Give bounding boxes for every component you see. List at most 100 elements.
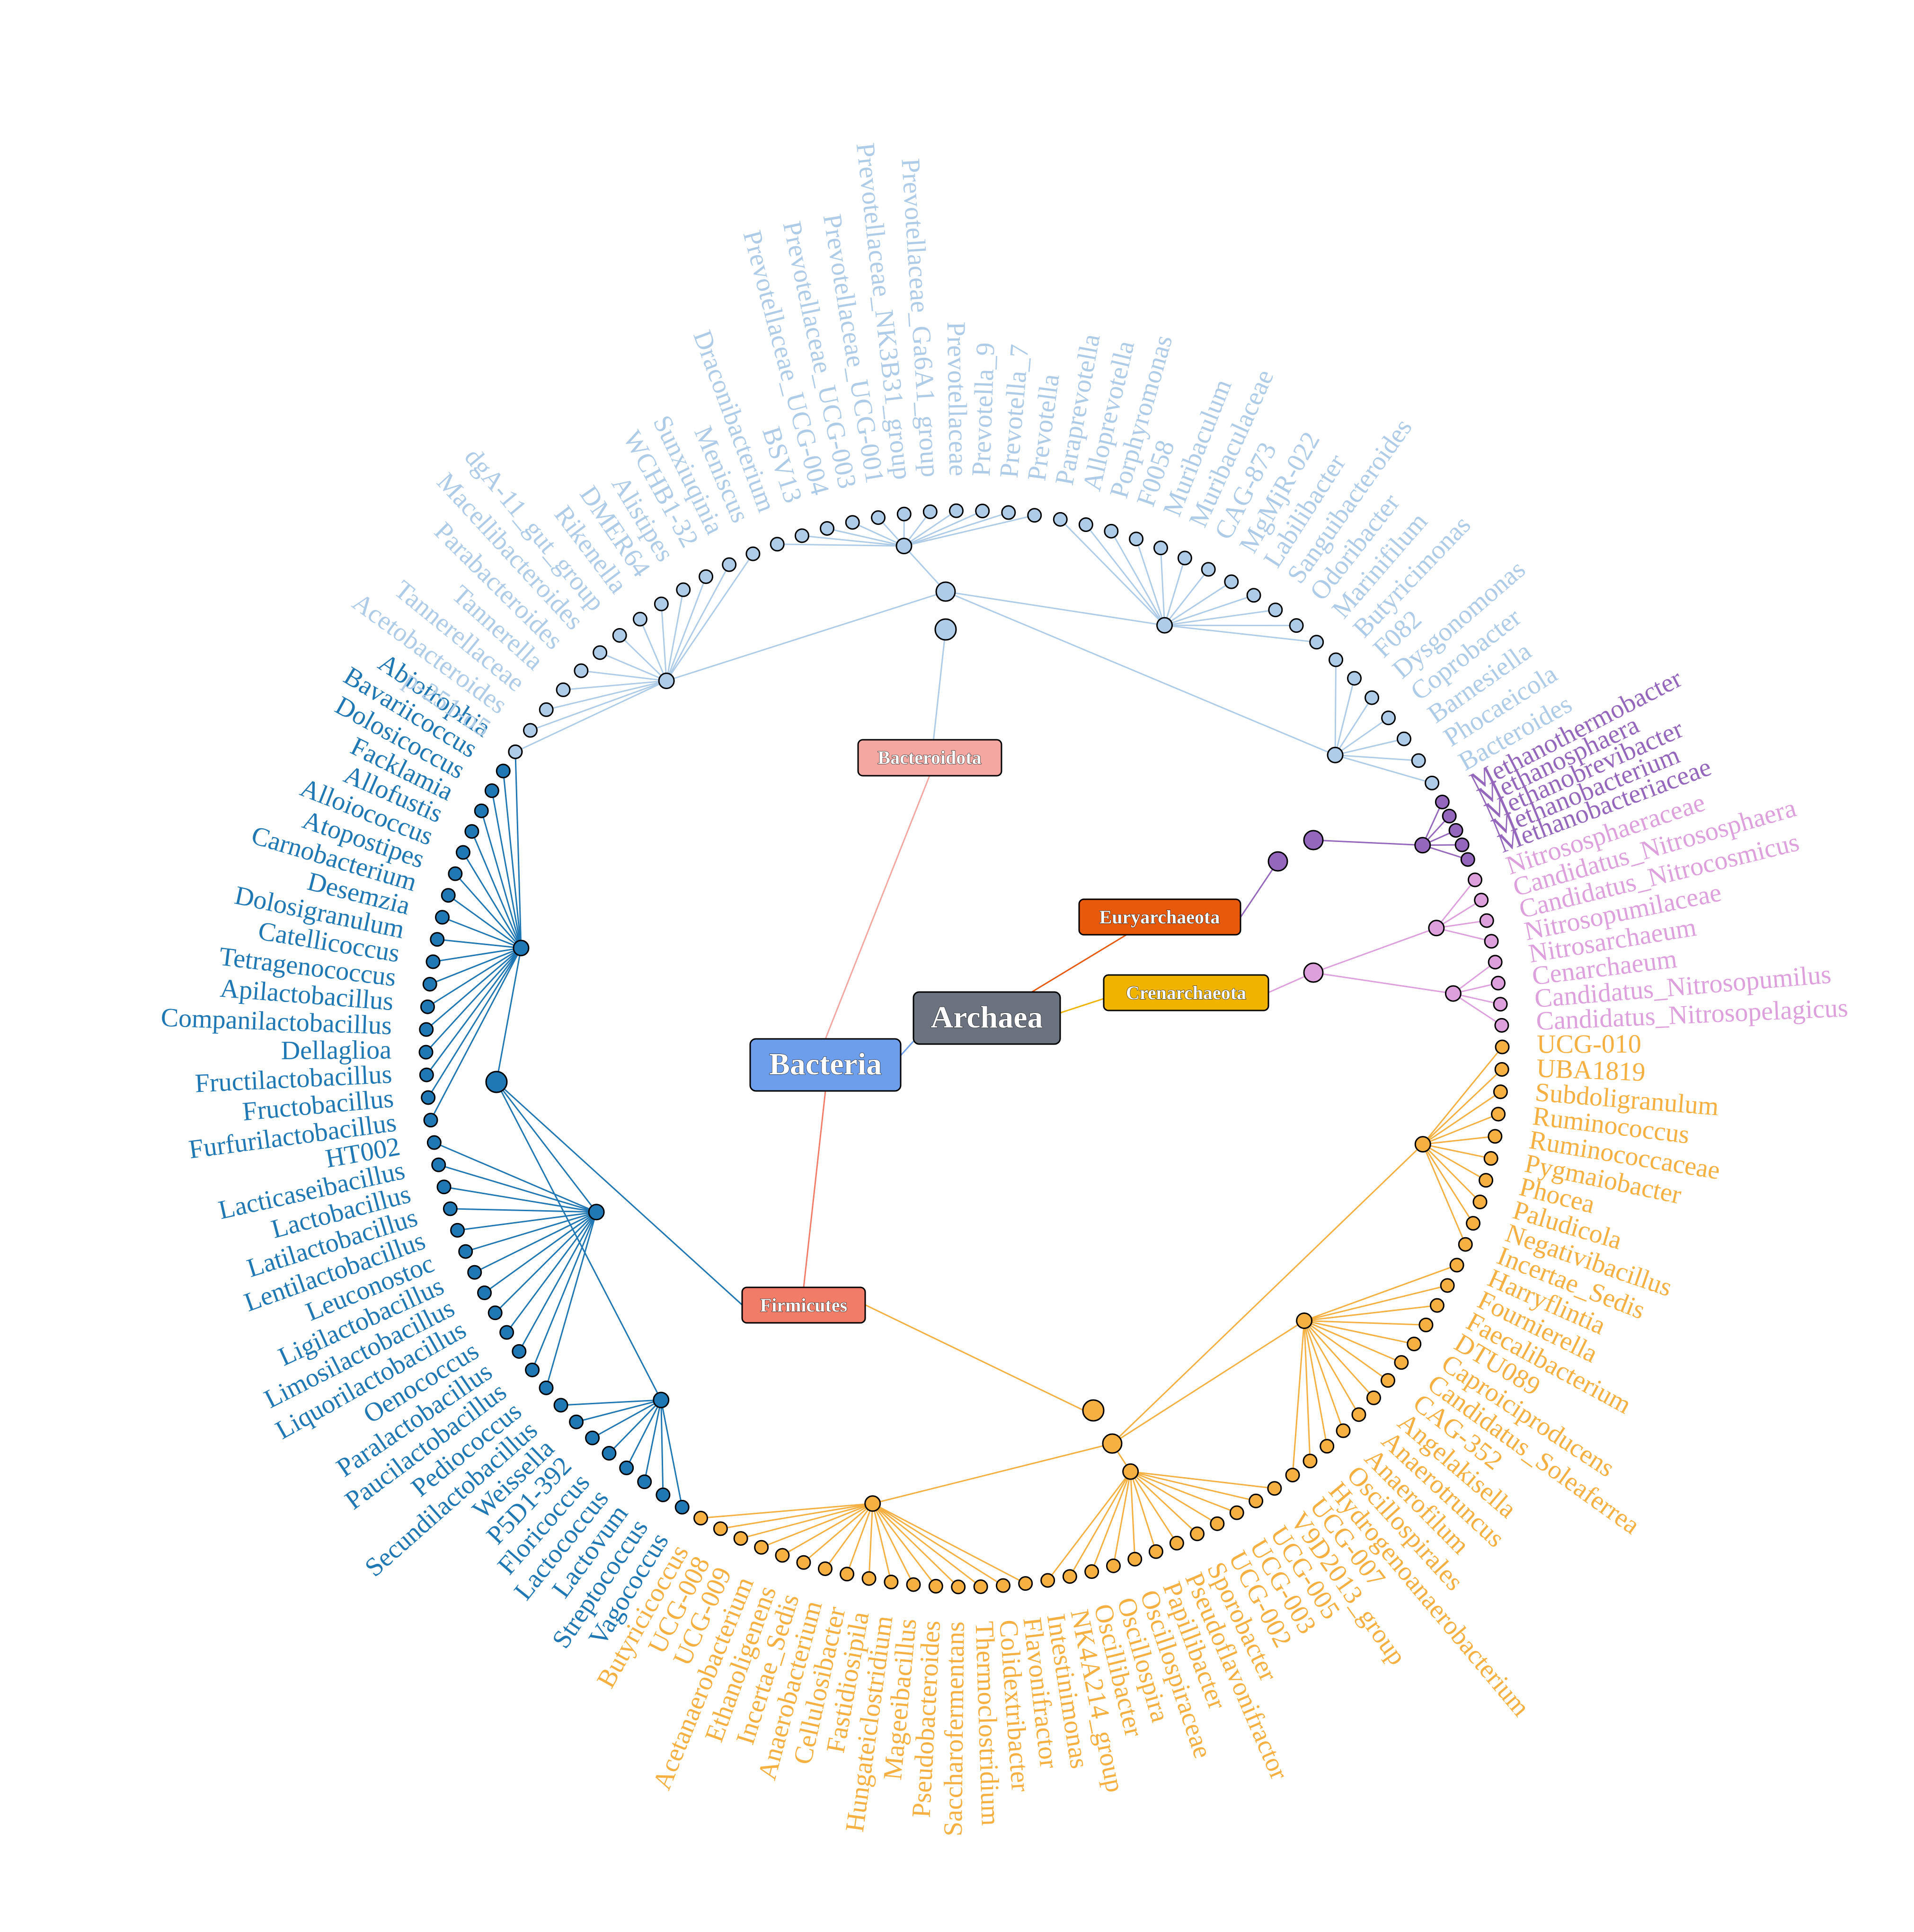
leaf-node[interactable] xyxy=(656,1487,671,1502)
leaf-node[interactable] xyxy=(699,569,714,584)
leaf-node[interactable] xyxy=(1479,1173,1494,1188)
leaf-node[interactable] xyxy=(1488,955,1503,970)
leaf-node[interactable] xyxy=(1329,652,1344,667)
leaf-node[interactable] xyxy=(1148,1544,1163,1559)
leaf-node[interactable] xyxy=(1249,1493,1264,1508)
leaf-node[interactable] xyxy=(1440,1278,1455,1293)
clostridia-root-node[interactable] xyxy=(1082,1399,1105,1422)
leaf-node[interactable] xyxy=(484,783,499,798)
archaea-box[interactable]: Archaea xyxy=(913,991,1061,1045)
leaf-node[interactable] xyxy=(1429,1298,1444,1313)
leaf-node[interactable] xyxy=(443,1201,458,1216)
leaf-node[interactable] xyxy=(1483,1151,1498,1166)
leaf-node[interactable] xyxy=(754,1540,769,1555)
leaf-node[interactable] xyxy=(419,1022,434,1037)
leaf-node[interactable] xyxy=(1458,1237,1473,1252)
leaf-node[interactable] xyxy=(1018,1576,1033,1591)
leaf-node[interactable] xyxy=(1491,1107,1506,1122)
leaf-node[interactable] xyxy=(1210,1516,1225,1531)
leaf-node[interactable] xyxy=(1407,1337,1422,1352)
leaf-node[interactable] xyxy=(871,510,886,525)
leaf-node[interactable] xyxy=(556,682,571,697)
leaf-node[interactable] xyxy=(539,702,554,717)
internal-node[interactable] xyxy=(1296,1312,1313,1329)
leaf-node[interactable] xyxy=(676,582,691,597)
leaf-node[interactable] xyxy=(674,1499,690,1515)
internal-node[interactable] xyxy=(1156,617,1173,634)
leaf-node[interactable] xyxy=(602,1446,617,1461)
leaf-node[interactable] xyxy=(1394,1355,1409,1370)
leaf-node[interactable] xyxy=(569,1414,584,1429)
leaf-node[interactable] xyxy=(1494,1062,1509,1077)
leaf-node[interactable] xyxy=(693,1511,709,1526)
leaf-node[interactable] xyxy=(1106,1558,1121,1573)
leaf-node[interactable] xyxy=(474,803,489,818)
leaf-node[interactable] xyxy=(574,663,589,678)
leaf-node[interactable] xyxy=(1177,550,1192,566)
leaf-node[interactable] xyxy=(487,1305,503,1320)
leaf-node[interactable] xyxy=(553,1398,568,1413)
leaf-node[interactable] xyxy=(1169,1535,1184,1551)
leaf-node[interactable] xyxy=(948,503,964,518)
methanobacteria-root-node[interactable] xyxy=(1267,851,1288,872)
group-hub-node[interactable] xyxy=(935,581,956,602)
leaf-node[interactable] xyxy=(436,1179,452,1195)
leaf-node[interactable] xyxy=(1153,541,1168,556)
leaf-node[interactable] xyxy=(421,1090,436,1105)
leaf-node[interactable] xyxy=(796,1555,811,1570)
leaf-node[interactable] xyxy=(1449,1258,1464,1273)
leaf-node[interactable] xyxy=(775,1548,790,1563)
firmicutes-box[interactable]: Firmicutes xyxy=(741,1286,866,1324)
leaf-node[interactable] xyxy=(1104,523,1119,539)
leaf-node[interactable] xyxy=(1267,1481,1282,1496)
leaf-node[interactable] xyxy=(450,1223,465,1238)
leaf-node[interactable] xyxy=(654,596,669,612)
leaf-node[interactable] xyxy=(1289,618,1304,633)
leaf-node[interactable] xyxy=(906,1577,921,1592)
leaf-node[interactable] xyxy=(1040,1573,1055,1588)
leaf-node[interactable] xyxy=(1347,671,1362,686)
leaf-node[interactable] xyxy=(422,976,437,992)
internal-node[interactable] xyxy=(653,1391,670,1409)
leaf-node[interactable] xyxy=(1127,1551,1143,1567)
leaf-node[interactable] xyxy=(1078,517,1093,532)
leaf-node[interactable] xyxy=(593,645,608,660)
leaf-node[interactable] xyxy=(464,824,479,839)
leaf-node[interactable] xyxy=(467,1265,482,1280)
leaf-node[interactable] xyxy=(632,612,647,627)
leaf-node[interactable] xyxy=(1309,635,1324,650)
leaf-node[interactable] xyxy=(973,1579,988,1594)
leaf-node[interactable] xyxy=(1474,893,1489,908)
leaf-node[interactable] xyxy=(733,1531,748,1546)
leaf-node[interactable] xyxy=(745,546,761,561)
leaf-node[interactable] xyxy=(1479,913,1494,928)
leaf-node[interactable] xyxy=(884,1575,899,1590)
leaf-node[interactable] xyxy=(817,1561,833,1576)
leaf-node[interactable] xyxy=(1190,1526,1205,1542)
leaf-node[interactable] xyxy=(1084,1564,1099,1579)
leaf-node[interactable] xyxy=(1466,1216,1481,1231)
leaf-node[interactable] xyxy=(435,910,450,925)
leaf-node[interactable] xyxy=(477,1285,492,1300)
leaf-node[interactable] xyxy=(585,1430,600,1445)
leaf-node[interactable] xyxy=(1351,1407,1366,1422)
leaf-node[interactable] xyxy=(512,1344,527,1359)
leaf-node[interactable] xyxy=(539,1380,554,1395)
leaf-node[interactable] xyxy=(713,1521,728,1536)
leaf-node[interactable] xyxy=(525,1362,540,1377)
leaf-node[interactable] xyxy=(1493,1084,1508,1099)
internal-node[interactable] xyxy=(1414,837,1431,854)
leaf-node[interactable] xyxy=(499,1325,514,1340)
leaf-node[interactable] xyxy=(1268,603,1283,618)
leaf-node[interactable] xyxy=(820,521,835,536)
leaf-node[interactable] xyxy=(722,557,737,572)
bacteroidota-root-node[interactable] xyxy=(934,618,957,641)
leaf-node[interactable] xyxy=(975,504,990,519)
leaf-node[interactable] xyxy=(1336,1423,1351,1438)
leaf-node[interactable] xyxy=(896,506,912,522)
leaf-node[interactable] xyxy=(995,1578,1010,1593)
leaf-node[interactable] xyxy=(1493,997,1508,1012)
leaf-node[interactable] xyxy=(1229,1505,1244,1520)
leaf-node[interactable] xyxy=(1053,512,1068,527)
leaf-node[interactable] xyxy=(458,1244,473,1259)
